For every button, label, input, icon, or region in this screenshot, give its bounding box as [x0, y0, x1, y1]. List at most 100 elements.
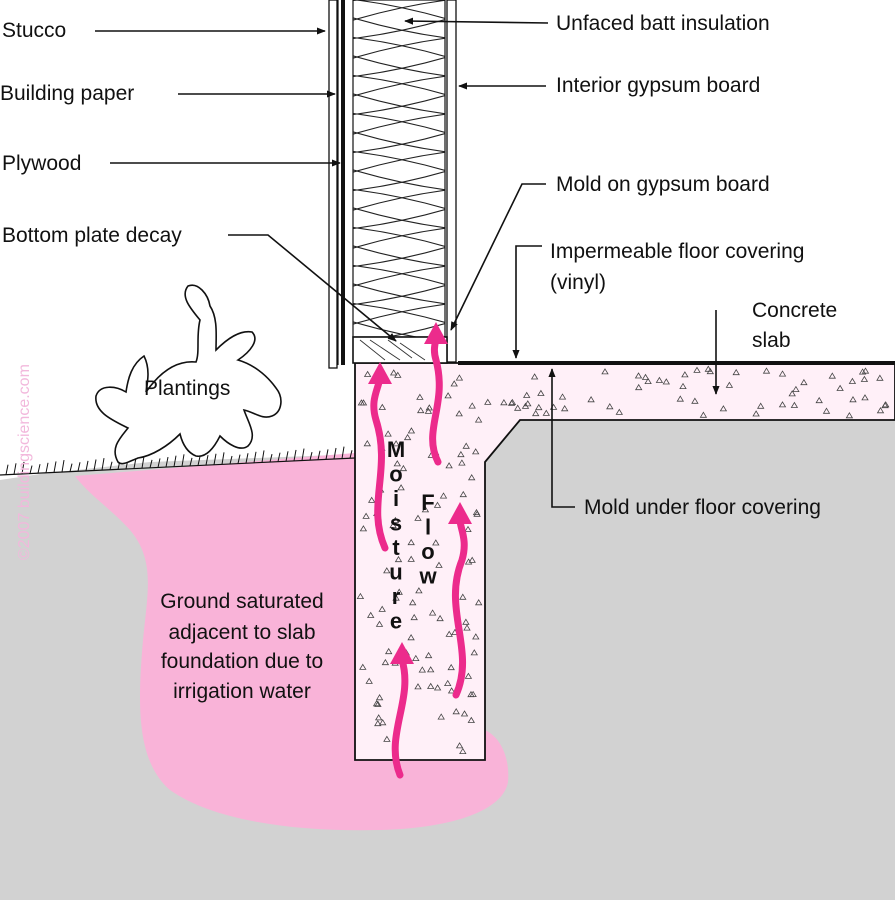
aggregate-mark [443, 679, 452, 686]
label-interior-gypsum-board: Interior gypsum board [556, 74, 760, 97]
aggregate-mark [752, 410, 760, 417]
aggregate-mark [858, 368, 867, 375]
grass-blade [197, 456, 201, 466]
pointer-mold-gypsum [450, 183, 546, 331]
moisture-letters-char: e [390, 609, 402, 634]
aggregate-mark [464, 672, 473, 679]
moisture-arrow-head-4 [390, 642, 414, 664]
grass-blade [293, 449, 297, 462]
aggregate-mark [655, 376, 664, 383]
grass-blade [333, 447, 337, 460]
label-mold-on-gypsum-board: Mold on gypsum board [556, 173, 770, 196]
aggregate-mark [445, 462, 453, 469]
label-ground-saturated-2: adjacent to slab [168, 621, 315, 644]
label-ground-saturated-3: foundation due to [161, 650, 323, 673]
label-slab: slab [752, 329, 791, 352]
aggregate-mark [455, 742, 464, 749]
aggregate-mark [459, 747, 467, 754]
aggregate-mark [762, 367, 771, 374]
aggregate-mark [452, 708, 460, 715]
label-stucco: Stucco [2, 19, 66, 42]
aggregate-mark [374, 714, 383, 721]
aggregate-mark [679, 382, 687, 389]
aggregate-mark [471, 448, 480, 455]
aggregate-mark [362, 512, 370, 519]
aggregate-mark [531, 409, 540, 417]
aggregate-mark [421, 506, 430, 513]
aggregate-mark [606, 403, 614, 410]
aggregate-mark [375, 694, 384, 701]
aggregate-mark [693, 366, 701, 373]
aggregate-mark [407, 427, 416, 434]
aggregate-mark [513, 404, 522, 411]
label-ground-saturated-1: Ground saturated [160, 590, 323, 613]
aggregate-mark [455, 374, 464, 381]
aggregate-mark [464, 525, 472, 532]
aggregate-mark [444, 392, 452, 399]
grass-blade [141, 456, 145, 469]
aggregate-mark [472, 633, 480, 640]
aggregate-mark [725, 381, 734, 388]
flow-letters-char: o [421, 539, 434, 564]
aggregate-mark [542, 409, 551, 416]
aggregate-mark [433, 501, 442, 508]
aggregate-mark [378, 403, 387, 410]
label-building-paper: Building paper [0, 82, 134, 105]
aggregate-mark [881, 401, 889, 409]
grass-blade [309, 452, 313, 461]
bottom-plate-decay [359, 339, 426, 361]
aggregate-mark [522, 391, 531, 398]
aggregate-mark [836, 384, 844, 391]
aggregate-mark [363, 370, 372, 377]
aggregate-mark [375, 620, 384, 627]
aggregate-mark [374, 719, 382, 727]
grass-blade [157, 458, 161, 468]
moisture-letters-char: M [387, 437, 405, 462]
moisture-arrow-4 [391, 656, 409, 779]
grass-tufts [5, 446, 353, 475]
grass-blade [45, 462, 49, 473]
grass-blade [341, 446, 345, 459]
moisture-letters-char: i [393, 486, 399, 511]
pointer-mold-under-floor [548, 368, 575, 508]
aggregate-mark [462, 618, 470, 625]
aggregate-mark [468, 402, 476, 409]
aggregate-mark [691, 397, 699, 404]
aggregate-mark [432, 539, 440, 546]
aggregate-mark [447, 687, 456, 694]
aggregate-mark [374, 700, 382, 707]
aggregate-mark [436, 614, 444, 622]
aggregate-mark [778, 370, 787, 377]
watermark: ©2007 buildingscience.com [16, 364, 33, 560]
moisture-arrow-2 [429, 334, 443, 466]
aggregate-mark [876, 407, 885, 414]
aggregate-mark [392, 594, 400, 601]
grass-blade [37, 464, 41, 474]
aggregate-mark [403, 433, 412, 441]
aggregate-mark [732, 368, 740, 376]
aggregate-mark [681, 371, 689, 378]
aggregate-mark [634, 372, 643, 379]
aggregate-mark [378, 605, 386, 612]
aggregate-mark [426, 666, 435, 673]
pointer-batt-insulation [404, 17, 549, 25]
moisture-letters-char: t [392, 535, 400, 560]
aggregate-mark [359, 663, 367, 670]
aggregate-mark [407, 538, 415, 546]
aggregate-mark [467, 716, 476, 723]
grass-blade [69, 463, 73, 472]
label-plantings: Plantings [144, 377, 230, 400]
grass-blade [165, 456, 169, 468]
aggregate-mark [644, 377, 652, 384]
grass-line [0, 457, 356, 476]
label-impermeable-floor-covering: Impermeable floor covering [550, 240, 804, 263]
aggregate-mark [416, 406, 425, 414]
grass-blade [277, 452, 281, 462]
aggregate-mark [459, 593, 467, 600]
grass-blade [317, 450, 321, 460]
aggregate-mark [363, 440, 372, 447]
grass-blade [109, 461, 113, 470]
aggregate-mark [828, 372, 837, 379]
